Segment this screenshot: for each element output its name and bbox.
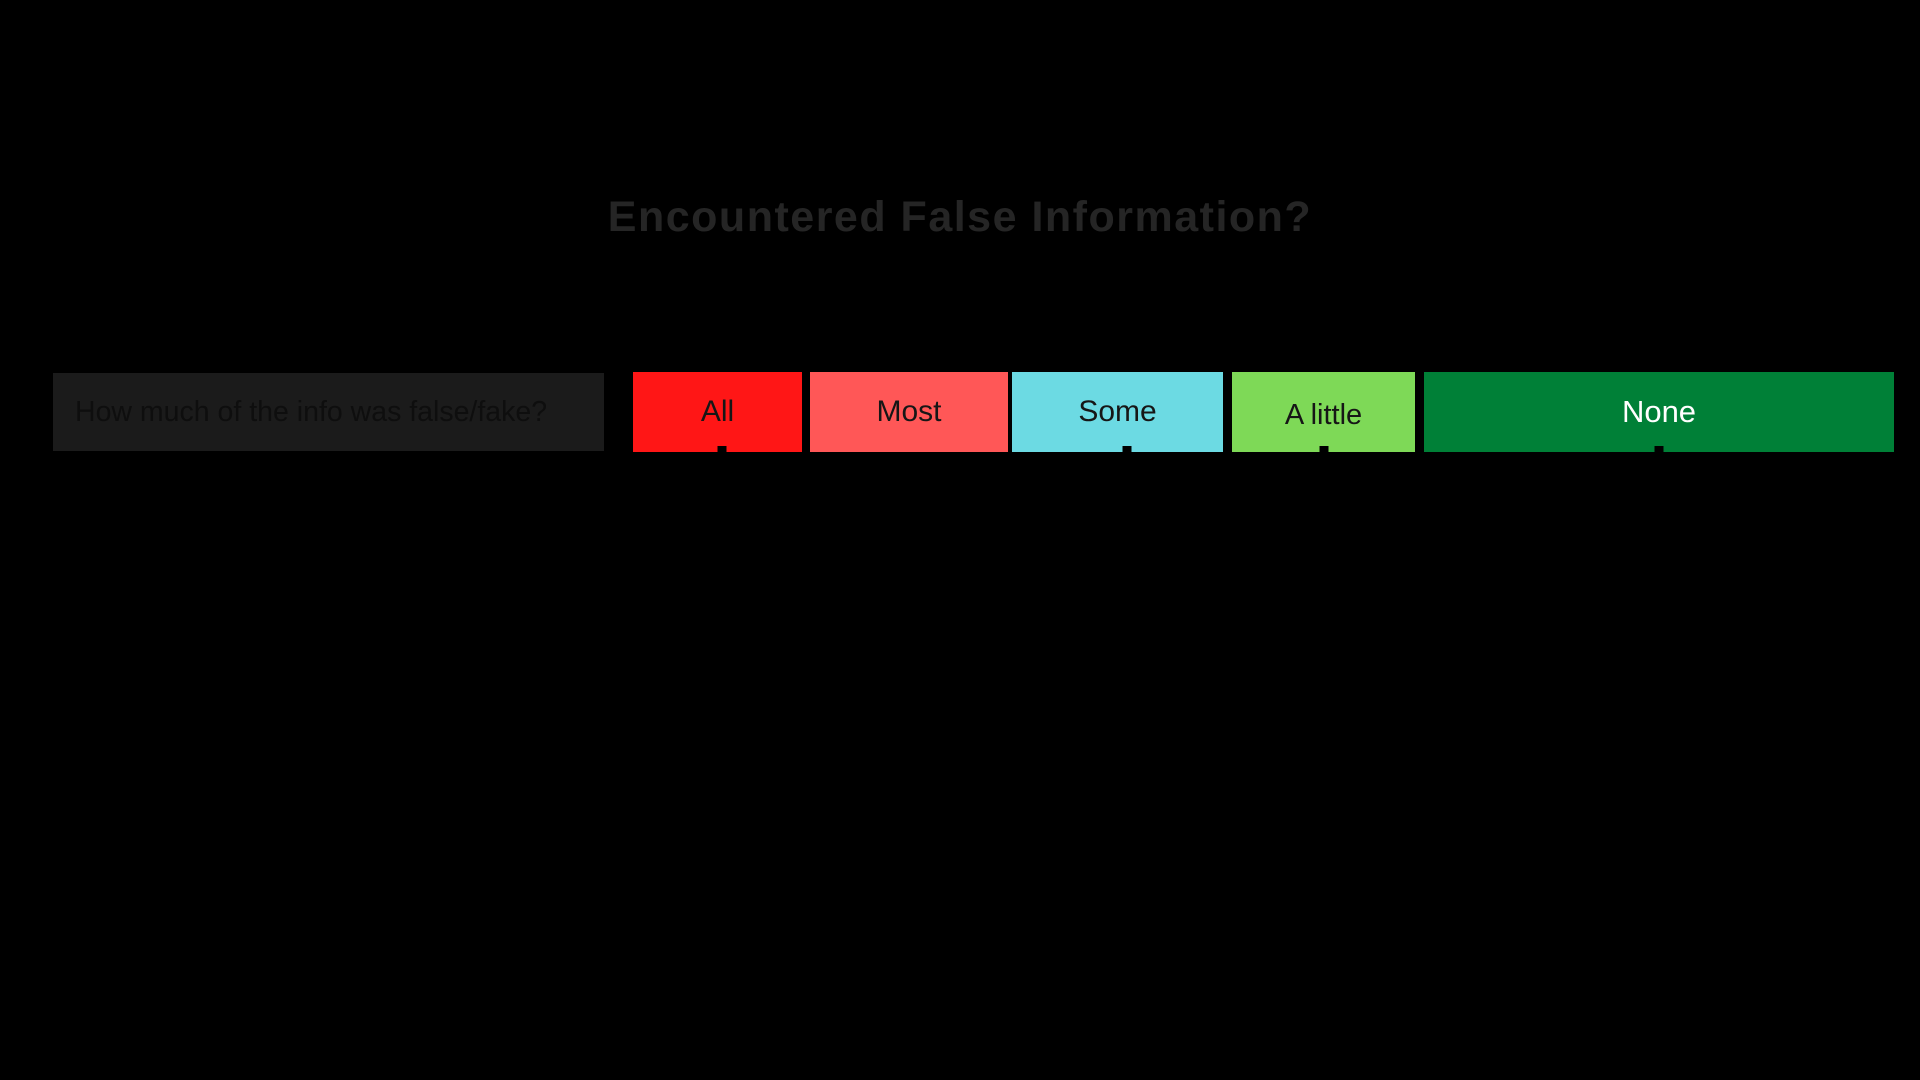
segment-all: All [633,372,802,452]
segment-none-label: None [1621,394,1697,429]
hidden-data-label-notch [1122,446,1131,452]
question-label: How much of the info was false/fake? [75,395,548,428]
hidden-data-label-notch [1319,446,1328,452]
segment-some-label: Some [1078,395,1157,428]
segment-a-little-label: A little [1284,399,1363,431]
segment-some: Some [1012,372,1223,452]
segment-a-little: A little [1232,372,1415,452]
segment-none: None [1424,372,1894,452]
hidden-data-label-notch [1654,446,1664,452]
segment-most-label: Most [876,395,942,428]
chart-title: Encountered False Information? [607,193,1313,241]
segment-most: Most [810,372,1008,452]
question-label-box: How much of the info was false/fake? [53,373,604,451]
segment-all-label: All [700,395,735,428]
hidden-data-label-notch [717,446,726,452]
